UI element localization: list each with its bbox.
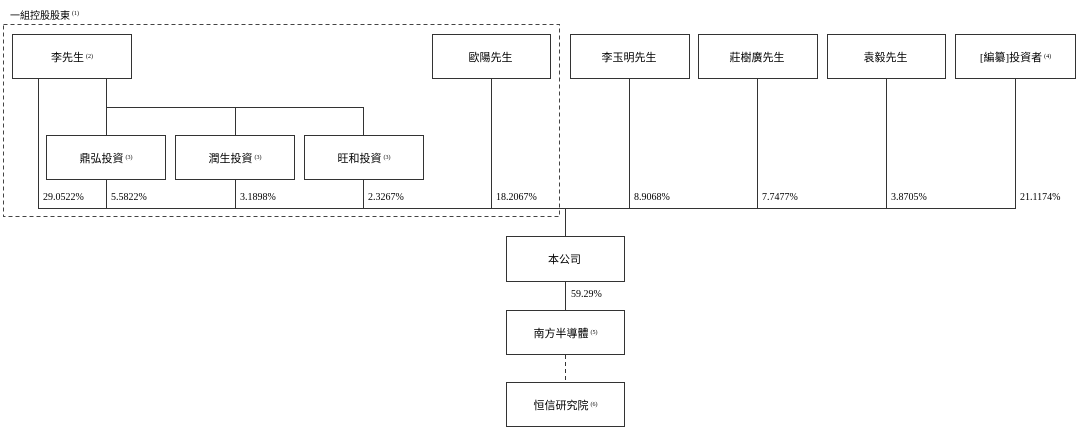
node-dinghong: 鼎弘投資(3) xyxy=(46,135,166,180)
node-zhuangshuguang: 莊樹廣先生 xyxy=(698,34,818,79)
pct-wanghe: 2.3267% xyxy=(368,192,404,203)
pct-runsheng: 3.1898% xyxy=(240,192,276,203)
controlling-group-frame xyxy=(3,24,560,217)
node-yuanyi: 袁毅先生 xyxy=(827,34,946,79)
node-nanfang: 南方半導體(5) xyxy=(506,310,625,355)
node-li: 李先生(2) xyxy=(12,34,132,79)
pct-zhuangshuguang: 7.7477% xyxy=(762,192,798,203)
pct-liyuming: 8.9068% xyxy=(634,192,670,203)
controlling-group-title: 一組控股股東(1) xyxy=(10,10,79,22)
node-investors: [編纂]投資者(4) xyxy=(955,34,1076,79)
pct-ouyang: 18.2067% xyxy=(496,192,537,203)
node-runsheng: 潤生投資(3) xyxy=(175,135,295,180)
pct-yuanyi: 3.8705% xyxy=(891,192,927,203)
node-ouyang: 歐陽先生 xyxy=(432,34,551,79)
node-liyuming: 李玉明先生 xyxy=(570,34,690,79)
node-company: 本公司 xyxy=(506,236,625,282)
pct-li: 29.0522% xyxy=(43,192,84,203)
node-wanghe: 旺和投資(3) xyxy=(304,135,424,180)
pct-dinghong: 5.5822% xyxy=(111,192,147,203)
pct-nanfang: 59.29% xyxy=(571,289,602,300)
node-hengxin: 恒信研究院(6) xyxy=(506,382,625,427)
pct-investors: 21.1174% xyxy=(1020,192,1061,203)
